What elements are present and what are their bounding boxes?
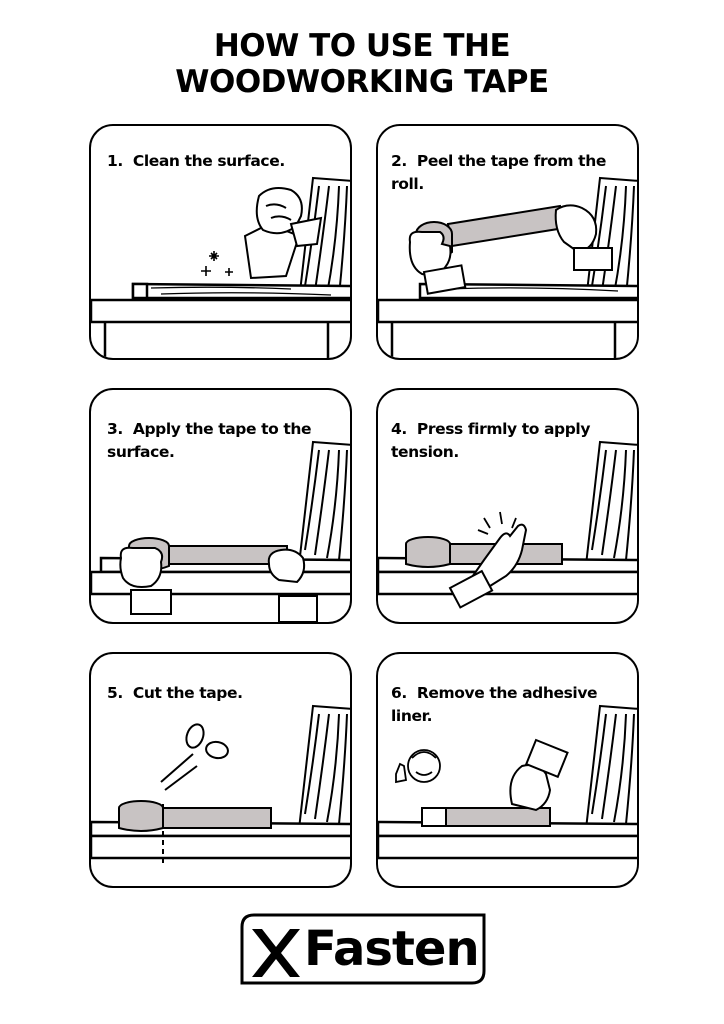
step-1-illustration [91,176,350,358]
step-2-caption: 2. Peel the tape from the roll. [391,150,629,196]
step-number: 4. [391,420,407,438]
step-number: 1. [107,152,123,170]
step-6-caption: 6. Remove the adhesive liner. [391,682,629,728]
person-thumbs-up-icon [395,749,441,784]
step-number: 3. [107,420,123,438]
step-text: Cut the tape. [132,684,243,702]
hand-icon [267,548,318,622]
workbench [378,282,637,358]
step-text: Clean the surface. [132,152,285,170]
step-1-caption: 1. Clean the surface. [107,150,342,173]
tape-strip [160,807,272,829]
step-number: 6. [391,684,407,702]
step-6-panel: 6. Remove the adhesive liner. [376,652,639,888]
workbench [91,282,350,358]
step-text: Press firmly to apply tension. [391,420,591,461]
x-mark-icon [252,929,300,977]
step-4-illustration [378,440,637,609]
xfasten-logo [240,913,486,985]
step-2-illustration [378,176,637,358]
hand-icon [554,204,613,271]
cloth-icon [243,187,323,280]
brand-name: Fasten [304,921,480,977]
wood-board-icon [297,704,350,830]
wood-board-icon [297,440,350,566]
step-text: Peel the tape from the roll. [391,152,606,193]
step-4-caption: 4. Press firmly to apply tension. [391,418,629,464]
step-number: 5. [107,684,123,702]
press-lines [477,511,517,535]
step-3-caption: 3. Apply the tape to the surface. [107,418,342,464]
hand-icon [448,523,528,609]
step-3-illustration [91,440,350,622]
wood-board-icon [584,704,637,830]
tape-strip [421,807,551,827]
step-2-panel: 2. Peel the tape from the roll. [376,124,639,360]
scissors-icon [160,723,229,791]
brand-logo: Fasten [238,913,486,985]
workbench [378,820,637,860]
step-text: Remove the adhesive liner. [391,684,598,725]
hand-icon [408,230,467,295]
hand-icon [119,546,172,615]
page-title: HOW TO USE THE WOODWORKING TAPE [0,28,724,100]
step-number: 2. [391,152,407,170]
step-6-illustration [378,704,637,860]
step-1-panel: 1. Clean the surface. [89,124,352,360]
step-text: Apply the tape to the surface. [107,420,312,461]
title-line-2: WOODWORKING TAPE [175,64,549,100]
tape-roll-icon [405,536,451,568]
step-4-panel: 4. Press firmly to apply tension. [376,388,639,624]
step-5-caption: 5. Cut the tape. [107,682,342,705]
tape-roll-icon [118,800,164,832]
step-5-panel: 5. Cut the tape. [89,652,352,888]
step-5-illustration [91,704,350,866]
wood-board-icon [584,440,637,566]
hand-icon [509,738,569,812]
step-3-panel: 3. Apply the tape to the surface. [89,388,352,624]
title-line-1: HOW TO USE THE [213,28,511,64]
sparkle-icon [201,251,233,276]
tape-strip [446,204,566,248]
